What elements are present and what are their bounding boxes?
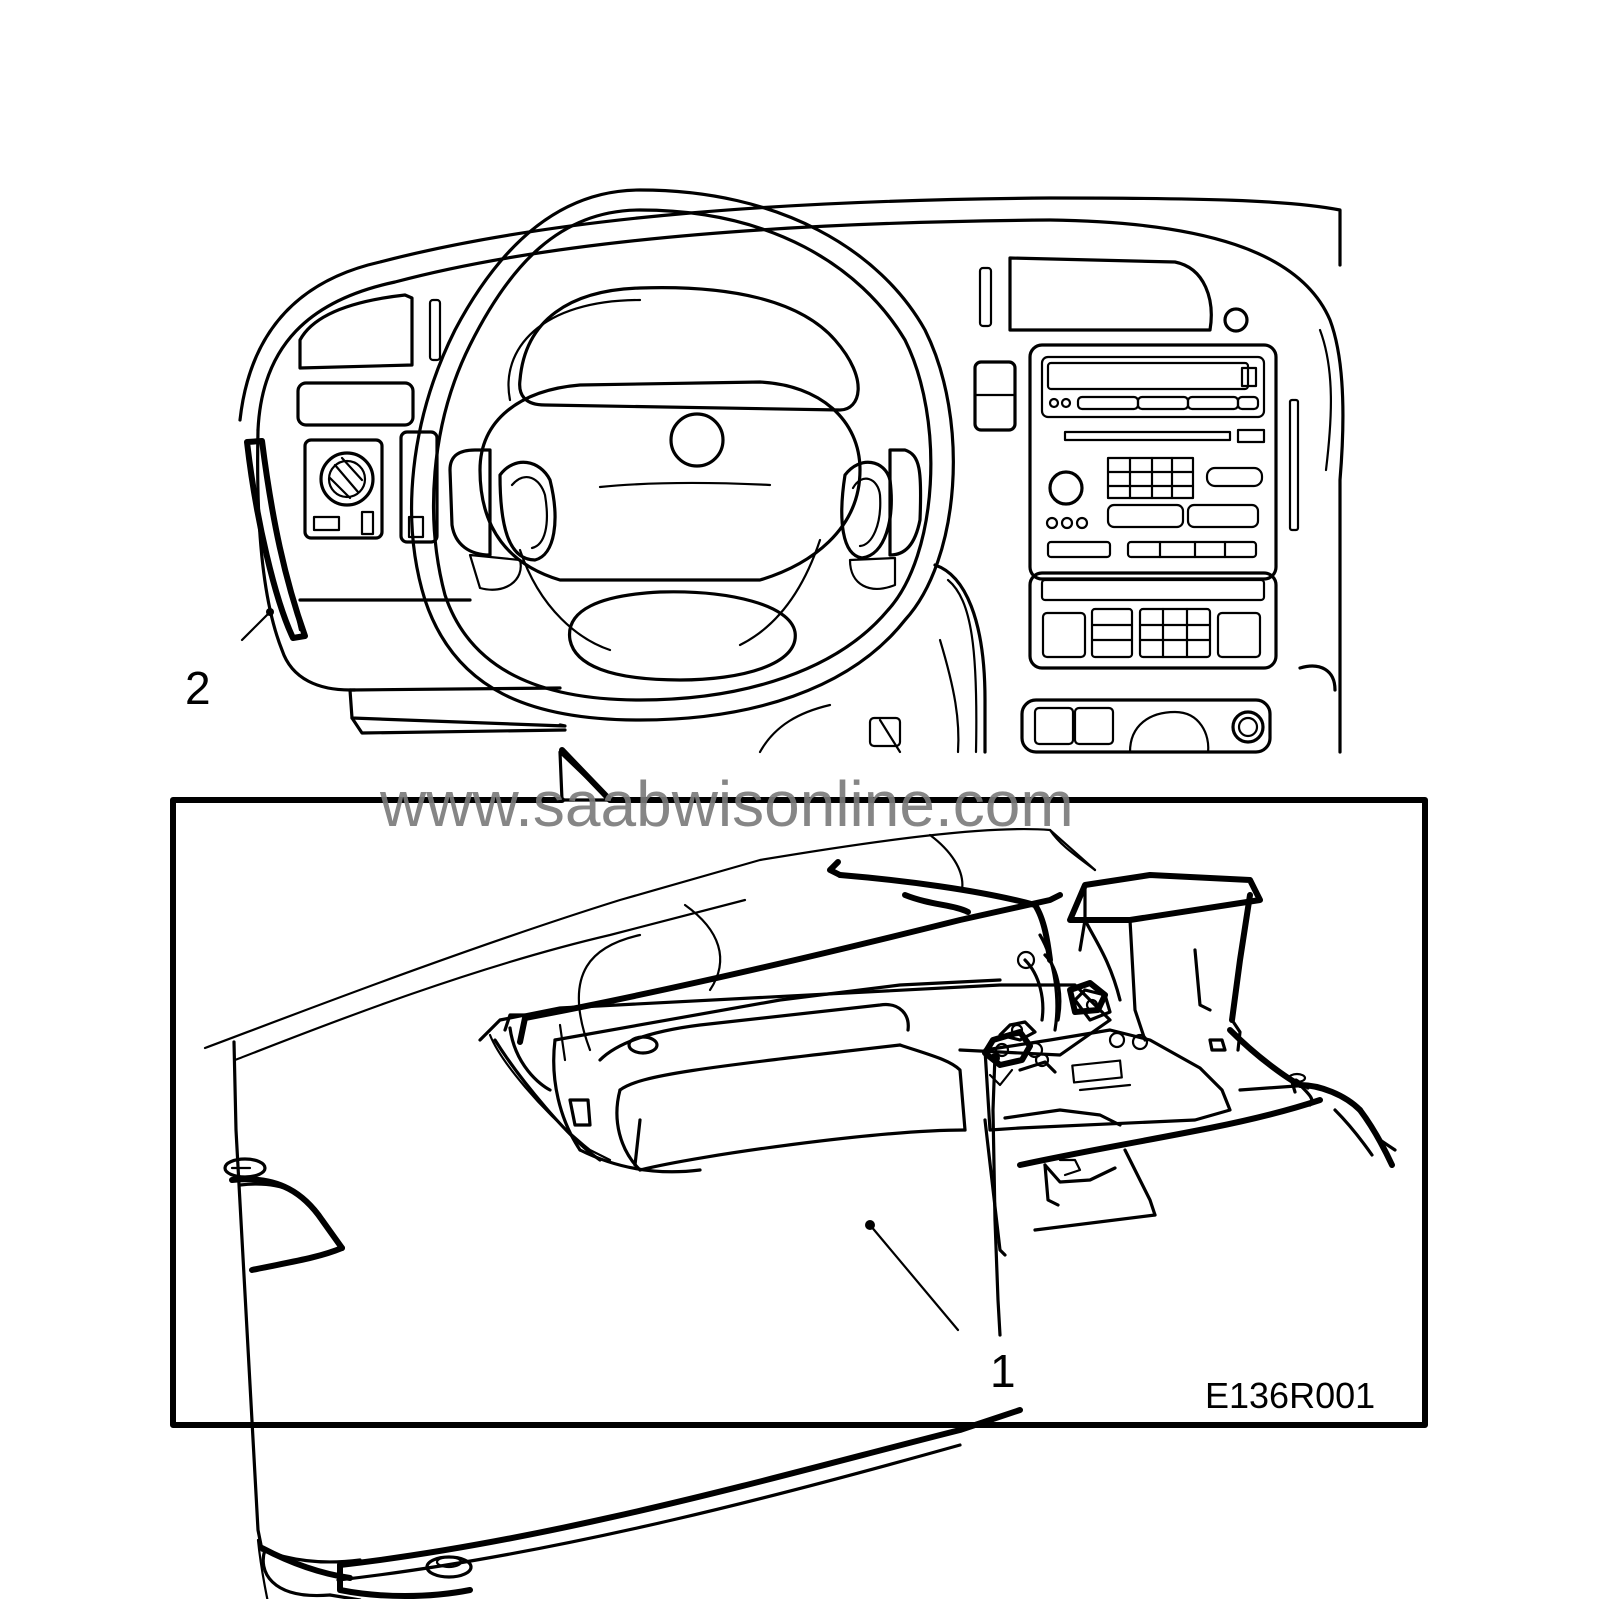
watermark: www.saabwisonline.com: [379, 768, 1074, 840]
callout-1-dot: [990, 1053, 1000, 1063]
callout-label-2: 2: [185, 662, 211, 714]
inset-frame: [170, 747, 1428, 1428]
figure-id: E136R001: [1205, 1375, 1375, 1416]
callout-label-1: 1: [990, 1345, 1016, 1397]
dashboard-overview: [238, 188, 1345, 754]
callout-1-dot-panel: [865, 1220, 875, 1230]
callout-2-dot: [266, 608, 274, 616]
inset-detail: [203, 827, 1397, 1599]
